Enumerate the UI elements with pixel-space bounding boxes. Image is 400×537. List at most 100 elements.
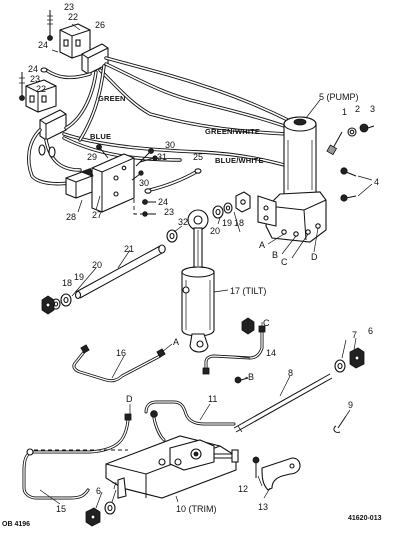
label-22-left: 22 (36, 84, 46, 94)
label-20-left: 20 (92, 260, 102, 270)
label-23-left: 23 (30, 74, 40, 84)
screw-12 (252, 456, 260, 478)
line-16 (72, 344, 166, 383)
label-port-b-pump: B (272, 250, 278, 260)
fitting-17-side (241, 317, 255, 335)
plug-3 (359, 123, 375, 133)
washer-7-right (334, 359, 346, 373)
fitting-1 (326, 131, 343, 156)
label-19-left: 19 (74, 272, 84, 282)
label-port-a-pump: A (259, 240, 265, 250)
label-10-trim: 10 (TRIM) (176, 504, 217, 514)
connector-top (81, 43, 109, 75)
label-14: 14 (266, 348, 276, 358)
wire-harness (27, 56, 294, 186)
label-23-bracket: 23 (164, 207, 174, 217)
label-25: 25 (193, 152, 203, 162)
pump-ports-leaders (267, 227, 319, 259)
footer-right-code: 41620-013 (348, 515, 382, 522)
label-24-left: 24 (28, 64, 38, 74)
label-18-left: 18 (62, 278, 72, 288)
nut-6-left (85, 507, 101, 527)
nut-18-right (235, 191, 251, 213)
label-29: 29 (87, 152, 97, 162)
ground-lead-25 (144, 168, 202, 194)
connector-bottom (39, 109, 67, 141)
footer-left-code: OB 4196 (2, 521, 30, 528)
label-4: 4 (374, 177, 379, 187)
tilt-cylinder (181, 209, 215, 353)
oring-2 (347, 127, 357, 137)
label-green: GREEN (98, 94, 126, 103)
screw-29 (96, 144, 109, 159)
fitting-b (234, 376, 249, 384)
label-16: 16 (116, 348, 126, 358)
label-26: 26 (95, 20, 105, 30)
pump-assembly (257, 116, 327, 243)
label-port-d-pump: D (311, 252, 318, 262)
label-blue: BLUE (90, 132, 111, 141)
screw-30-upper (131, 148, 154, 181)
label-port-d-line: D (126, 394, 133, 404)
screw-23-bracket (142, 211, 156, 217)
label-23-top: 23 (64, 2, 74, 12)
label-port-c-pump: C (281, 257, 288, 267)
label-1: 1 (342, 107, 347, 117)
label-2: 2 (355, 104, 360, 114)
trim-cylinder (105, 435, 239, 499)
pin-9 (333, 415, 347, 433)
label-27: 27 (92, 210, 102, 220)
label-green-white: GREEN/WHITE (205, 127, 260, 136)
label-port-b-line: -B (245, 372, 254, 382)
screw-31 (139, 155, 158, 163)
label-15: 15 (56, 504, 66, 514)
label-20-right: 20 (210, 226, 220, 236)
label-21: 21 (124, 244, 134, 254)
label-32: 32 (178, 217, 188, 227)
line-15 (22, 413, 132, 500)
pin-8 (233, 373, 333, 433)
label-7-left: 7 (112, 481, 117, 491)
label-19-right: 19 (222, 218, 232, 228)
label-17-tilt: 17 (TILT) (230, 286, 266, 296)
nut-6-right (349, 347, 365, 369)
label-24-top: 24 (38, 40, 48, 50)
anode-bracket-13 (261, 457, 301, 491)
leader-lines (39, 23, 357, 509)
screws-4 (340, 167, 373, 202)
nut-18-left (41, 295, 55, 315)
line-14 (202, 325, 266, 375)
screw-top-relay (47, 10, 53, 41)
label-port-c-line: C (263, 318, 270, 328)
leader-bracket-23 (133, 192, 146, 215)
leader-a-line (161, 343, 173, 353)
label-30-bottom: 30 (139, 178, 149, 188)
screw-24-bracket (142, 199, 156, 205)
label-8: 8 (288, 368, 293, 378)
washer-19-right (223, 202, 233, 214)
label-7-right: 7 (352, 330, 357, 340)
label-11: 11 (208, 394, 217, 404)
label-9: 9 (348, 400, 353, 410)
label-port-a-line: A (173, 337, 179, 347)
washer-7-left (104, 501, 116, 515)
label-6-right: 6 (368, 326, 373, 336)
label-22-top: 22 (68, 12, 78, 22)
line-11 (144, 400, 236, 442)
pin-21 (74, 244, 166, 300)
label-3: 3 (370, 104, 375, 114)
label-12: 12 (238, 484, 248, 494)
label-6-left: 6 (96, 486, 101, 496)
label-18-right: 18 (234, 218, 244, 228)
label-28: 28 (66, 212, 76, 222)
label-5-pump: 5 (PUMP) (319, 92, 359, 102)
label-31: 31 (157, 152, 167, 162)
label-blue-white: BLUE/WHITE (215, 156, 264, 165)
relay-bottom (25, 79, 57, 113)
label-30-top: 30 (165, 140, 175, 150)
washer-20-right (212, 205, 224, 219)
washer-32 (166, 229, 178, 243)
washer-20-left (60, 293, 72, 307)
screw-bottom-relay (19, 72, 25, 101)
